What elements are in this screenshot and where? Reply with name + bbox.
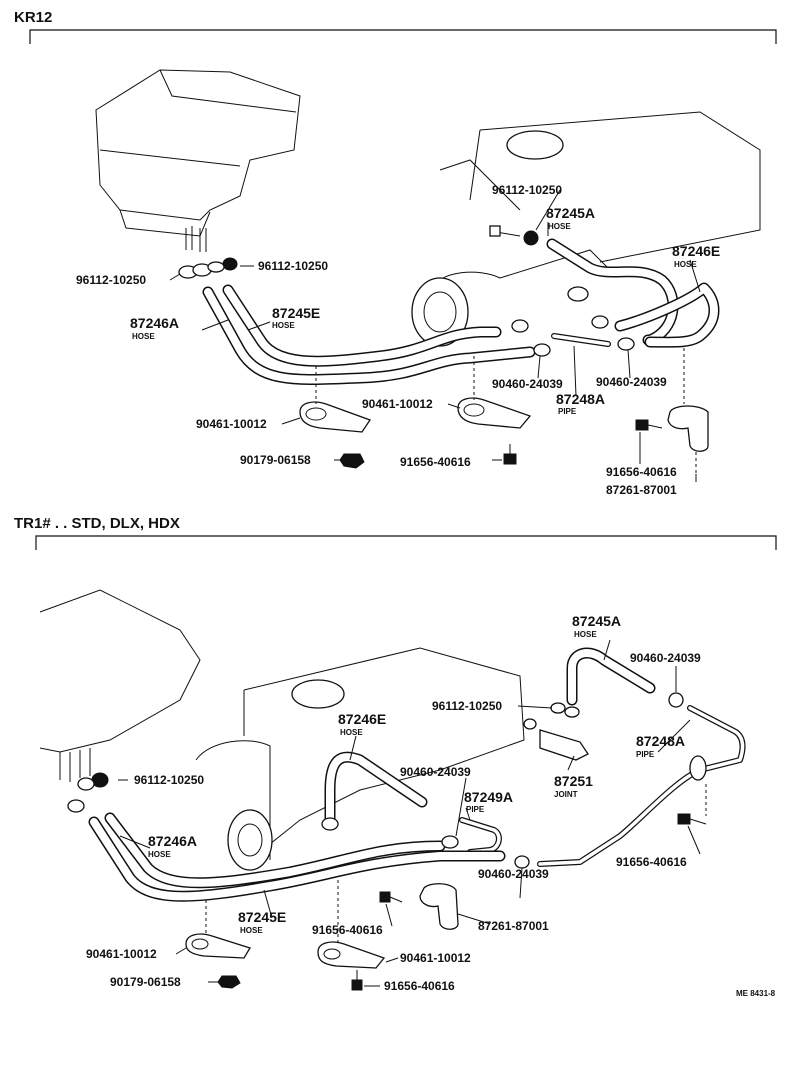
label-96112-10250-bottom-top: 96112-10250 xyxy=(432,699,502,713)
label-87245A-top-sub: HOSE xyxy=(548,222,571,231)
hose-87246E-top xyxy=(614,282,720,348)
label-87245A-bottom: 87245A xyxy=(572,613,621,629)
label-87245A-bottom-sub: HOSE xyxy=(574,630,597,639)
label-87246A-bottom-sub: HOSE xyxy=(148,850,171,859)
section-kr12: KR12 xyxy=(14,9,777,497)
label-90460-24039-bottom-top: 90460-24039 xyxy=(630,651,701,665)
label-87245E-top: 87245E xyxy=(272,305,320,321)
screw-91656-40616-right xyxy=(635,419,663,431)
nut-90179-06158-bottom xyxy=(217,975,241,989)
screw-91656-40616-mid xyxy=(503,444,517,465)
drawing-reference-code: ME 8431-8 xyxy=(736,989,776,998)
engine-outline xyxy=(411,111,761,347)
nut-90179-06158-top xyxy=(339,453,365,469)
hose-87246E-bottom xyxy=(324,751,428,826)
label-91656-40616-bottom-right: 91656-40616 xyxy=(616,855,687,869)
pipe-87249A-bottom xyxy=(459,817,502,855)
section-bracket-top xyxy=(29,29,777,44)
heater-unit-outline-bottom xyxy=(39,589,201,782)
label-87248A-top: 87248A xyxy=(556,391,605,407)
label-90460-24039-bottom-mid: 90460-24039 xyxy=(400,765,471,779)
section-tr1: TR1# . . STD, DLX, HDX xyxy=(14,515,777,998)
bracket-90461-10012-left xyxy=(299,366,371,433)
label-90461-10012-top-mid: 90461-10012 xyxy=(362,397,433,411)
label-87246A-top: 87246A xyxy=(130,315,179,331)
label-90460-24039-top-right: 90460-24039 xyxy=(596,375,667,389)
label-90460-24039-top-left: 90460-24039 xyxy=(492,377,563,391)
label-87246E-bottom: 87246E xyxy=(338,711,386,727)
label-87251-joint: 87251 xyxy=(554,773,593,789)
hose-87245A-top xyxy=(546,238,679,346)
label-87246E-top-sub: HOSE xyxy=(674,260,697,269)
bracket-90461-10012-mid xyxy=(457,356,532,429)
bracket-90461-10012-bottom-mid xyxy=(317,880,386,969)
hose-87246A-top xyxy=(202,286,536,385)
label-87245E-top-sub: HOSE xyxy=(272,321,295,330)
label-87261-87001-top: 87261-87001 xyxy=(606,483,677,497)
label-87249A-bottom: 87249A xyxy=(464,789,513,805)
label-87246A-bottom: 87246A xyxy=(148,833,197,849)
label-87246A-top-sub: HOSE xyxy=(132,332,155,341)
label-90461-10012-bottom-left: 90461-10012 xyxy=(86,947,157,961)
label-87246E-bottom-sub: HOSE xyxy=(340,728,363,737)
label-87251-joint-sub: JOINT xyxy=(554,790,578,799)
label-90179-06158-bottom: 90179-06158 xyxy=(110,975,181,989)
clamps-bottom xyxy=(67,692,707,869)
label-90461-10012-top-left: 90461-10012 xyxy=(196,417,267,431)
leader-lines-top xyxy=(169,189,701,482)
label-87248A-bottom: 87248A xyxy=(636,733,685,749)
label-87245E-bottom-sub: HOSE xyxy=(240,926,263,935)
section-title-kr12: KR12 xyxy=(14,9,52,26)
label-90460-24039-bottom-low: 90460-24039 xyxy=(478,867,549,881)
bracket-87261-87001-top xyxy=(667,348,709,480)
section-bracket-bottom xyxy=(35,535,777,550)
bracket-87261-87001-bottom xyxy=(419,883,459,930)
label-91656-40616-bottom-mid: 91656-40616 xyxy=(312,923,383,937)
label-91656-40616-top-mid: 91656-40616 xyxy=(400,455,471,469)
engine-outline-bottom xyxy=(195,647,525,871)
label-91656-40616-bottom-low: 91656-40616 xyxy=(384,979,455,993)
label-87246E-top: 87246E xyxy=(672,243,720,259)
label-87261-87001-bottom: 87261-87001 xyxy=(478,919,549,933)
label-91656-40616-top-right: 91656-40616 xyxy=(606,465,677,479)
label-96112-10250-bottom-left: 96112-10250 xyxy=(134,773,204,787)
label-87248A-top-sub: PIPE xyxy=(558,407,577,416)
label-96112-10250-top-right: 96112-10250 xyxy=(492,183,562,197)
clamp-pair-heater xyxy=(178,257,238,279)
label-87245A-top: 87245A xyxy=(546,205,595,221)
screw-91656-40616-bottom-right xyxy=(677,784,707,825)
hose-87245E-bottom xyxy=(104,812,446,889)
label-87245E-bottom: 87245E xyxy=(238,909,286,925)
section-title-tr1: TR1# . . STD, DLX, HDX xyxy=(14,515,180,532)
bracket-90461-10012-bottom-left xyxy=(185,900,251,959)
label-87248A-bottom-sub: PIPE xyxy=(636,750,655,759)
heater-unit-outline xyxy=(95,69,301,252)
label-96112-10250-heater-left: 96112-10250 xyxy=(76,273,146,287)
pipe-87248A-top xyxy=(551,333,611,347)
leader-lines-bottom xyxy=(118,639,701,987)
screw-91656-40616-bottom-low xyxy=(351,970,363,991)
joint-87251 xyxy=(523,718,589,761)
screw-91656-40616-bottom-mid xyxy=(379,891,403,903)
label-90461-10012-bottom-mid: 90461-10012 xyxy=(400,951,471,965)
hose-87246A-bottom xyxy=(88,816,506,902)
hose-87245E-top xyxy=(222,284,502,367)
label-96112-10250-heater-right: 96112-10250 xyxy=(258,259,328,273)
clamps-engine-side xyxy=(489,225,635,357)
label-90179-06158-top: 90179-06158 xyxy=(240,453,311,467)
label-87249A-bottom-sub: PIPE xyxy=(466,805,485,814)
